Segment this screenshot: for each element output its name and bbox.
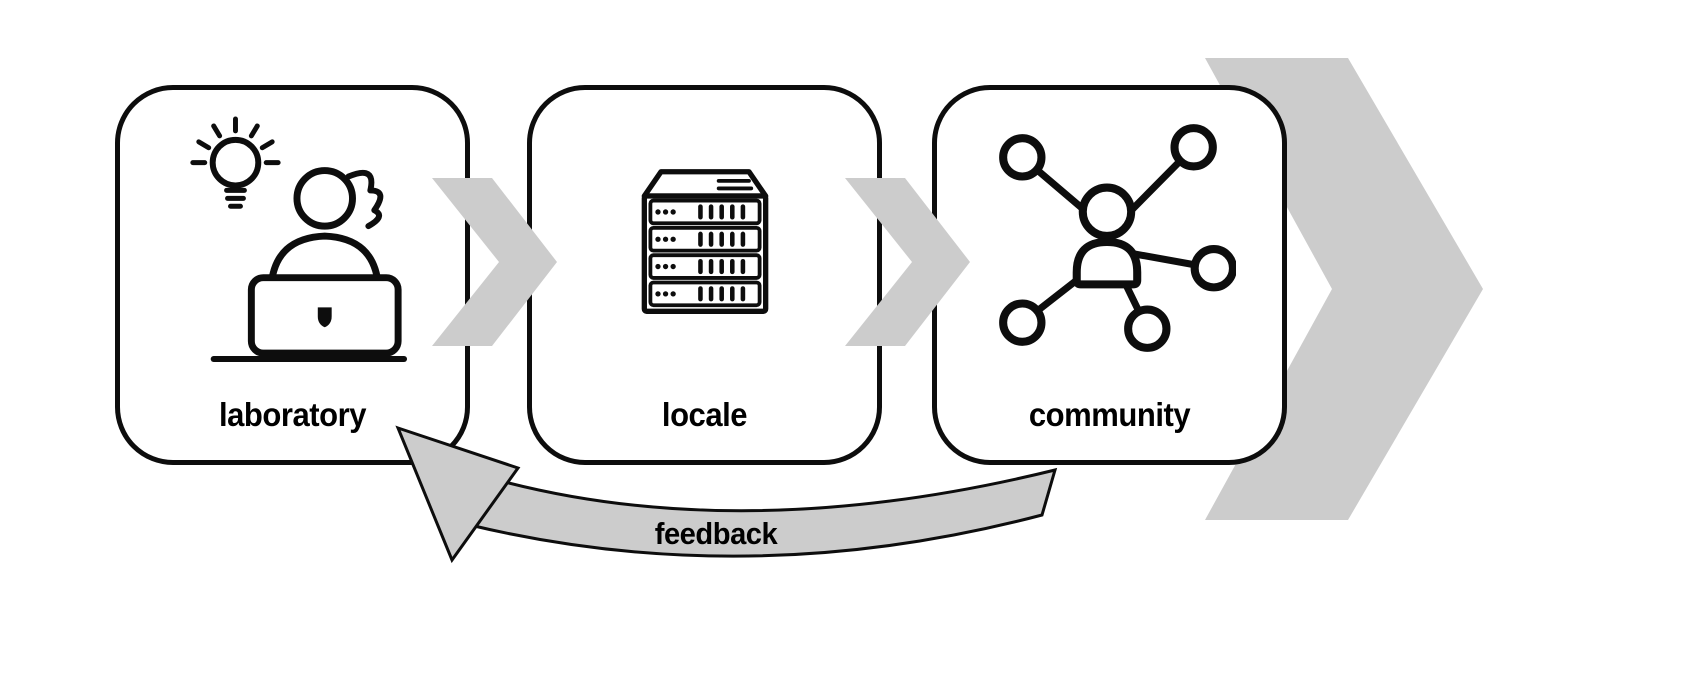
network-links-icon: [1018, 143, 1217, 333]
node-locale: locale: [527, 85, 882, 465]
server-top-icon: [641, 169, 768, 199]
node-label-locale: locale: [661, 396, 748, 433]
server-vents-icon: [697, 204, 745, 302]
server-rack-icon: [532, 106, 877, 374]
node-community: community: [932, 85, 1287, 465]
central-person-icon: [1072, 183, 1141, 289]
node-label-community: community: [1028, 396, 1191, 433]
scientist-laptop-icon: [120, 106, 465, 374]
node-label-laboratory: laboratory: [219, 396, 366, 433]
network-nodes-icon: [998, 124, 1236, 352]
node-laboratory: laboratory: [115, 85, 470, 465]
people-network-icon: [937, 106, 1282, 374]
laptop-icon: [210, 274, 407, 362]
server-rows-icon: [648, 198, 761, 308]
feedback-label: feedback: [654, 516, 778, 551]
lightbulb-rays-icon: [189, 116, 281, 166]
server-rack-svg: [641, 169, 768, 314]
server-leds-icon: [654, 209, 676, 297]
scientist-laptop-svg: [189, 116, 407, 362]
lightbulb-icon: [209, 136, 261, 209]
people-network-svg: [998, 124, 1236, 352]
